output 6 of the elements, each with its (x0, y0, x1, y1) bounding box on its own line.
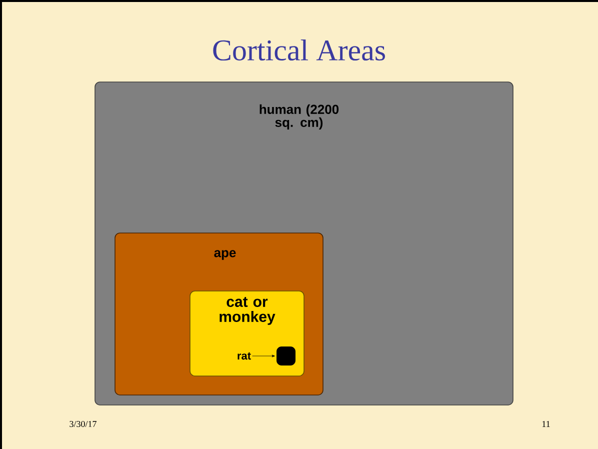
slide-title: Cortical Areas (213, 39, 385, 61)
region-box (276, 346, 296, 366)
region-label: rat (238, 352, 251, 360)
page-number: 11 (542, 421, 550, 427)
footer-date: 3/30/17 (70, 420, 96, 428)
arrow (252, 354, 275, 358)
